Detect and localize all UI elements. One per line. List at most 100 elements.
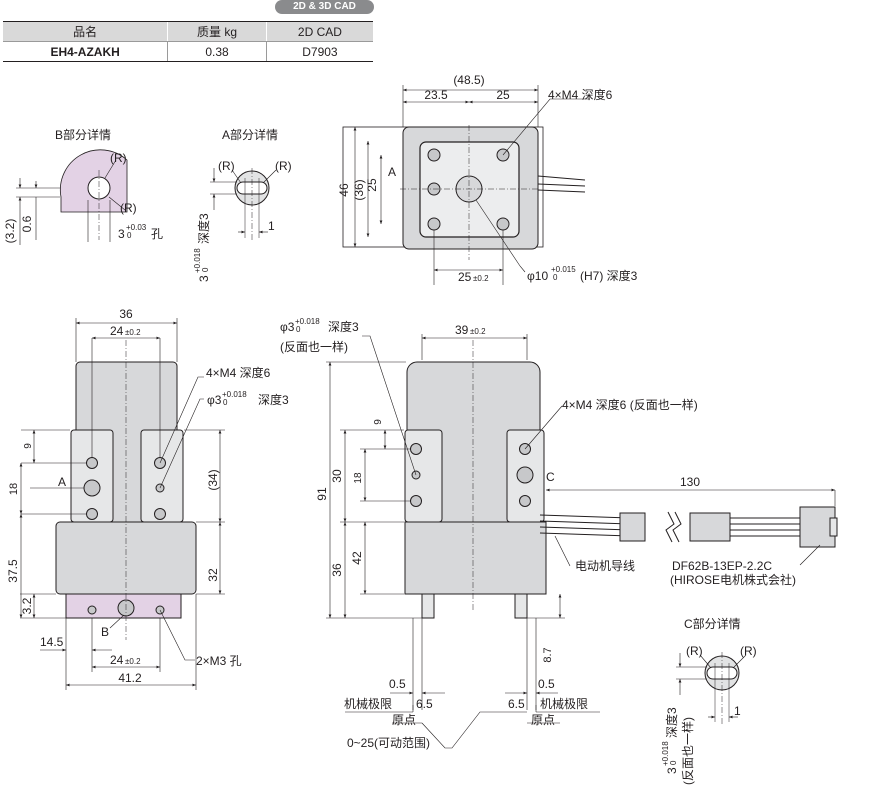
- dim-9-front: 9: [23, 443, 34, 449]
- detail-c-title: C部分详情: [684, 616, 741, 631]
- tol-24-front: ±0.2: [125, 328, 141, 337]
- r-a-1: (R): [218, 159, 235, 173]
- dim-18-side: 18: [353, 472, 364, 484]
- c-both: (反面也一样): [680, 717, 695, 785]
- stroke-label: 0~25(可动范围): [347, 736, 430, 750]
- detail-c: C部分详情 (R) (R) 1 3 +0.018 0 深度3 (反面也一样): [661, 616, 757, 785]
- mech-limit-left: 机械极限: [344, 696, 392, 711]
- m4-label-top: 4×M4 深度6: [548, 87, 613, 102]
- tol-39: ±0.2: [470, 327, 486, 336]
- cell-cad-code[interactable]: D7903: [265, 41, 373, 62]
- phi3-side-depth: 深度3: [328, 319, 359, 334]
- a-tol-lo: 0: [201, 267, 210, 272]
- side-view: 39 ±0.2 φ3 +0.018 0 深度3 (反面也一样) 4×M4 深度6…: [280, 317, 838, 750]
- maker-label: (HIROSE电机株式会社): [670, 572, 796, 587]
- hole-tol-lo: 0: [127, 231, 132, 240]
- detail-a-title: A部分详情: [222, 127, 278, 142]
- phi3-side-tol-lo: 0: [296, 325, 301, 334]
- c-tol-lo: 0: [669, 760, 678, 765]
- c-depth3: 深度3: [664, 707, 679, 738]
- origin-right: 原点: [531, 713, 555, 727]
- origin-left: 原点: [392, 713, 416, 727]
- dim-32: 32: [206, 568, 220, 582]
- col-header-mass: 质量 kg: [167, 21, 267, 42]
- dim-9-side: 9: [373, 419, 384, 425]
- hole-3: 3: [118, 227, 125, 241]
- dim-34p: (34): [206, 469, 220, 490]
- dim-8-7: 8.7: [542, 647, 554, 662]
- tol-24-bottom: ±0.2: [125, 657, 141, 666]
- r-b-1: (R): [110, 151, 127, 165]
- phi3-side-tol-up: +0.018: [295, 317, 320, 326]
- dim-6-5-right: 6.5: [508, 697, 525, 711]
- cell-part-number: EH4-AZAKH: [3, 41, 168, 62]
- phi10-tol-lo: 0: [553, 273, 558, 282]
- dim-91: 91: [315, 487, 329, 501]
- label-a-top: A: [388, 165, 396, 179]
- dim-0-5-right: 0.5: [538, 677, 555, 691]
- hole-tol-up: +0.03: [126, 223, 147, 232]
- phi10-suffix: (H7) 深度3: [580, 268, 638, 283]
- dim-24-bottom: 24: [110, 653, 124, 667]
- dim-37-5: 37.5: [6, 559, 20, 583]
- table-row: EH4-AZAKH 0.38 D7903: [3, 41, 373, 62]
- dim-30: 30: [330, 469, 344, 483]
- front-view: 36 24 ±0.2 4×M4 深度6 φ3 +0.018 0 深度3 A 9 …: [6, 307, 289, 690]
- dim-3-2: 3.2: [20, 597, 34, 614]
- phi3-front-depth: 深度3: [258, 392, 289, 407]
- mech-limit-right: 机械极限: [540, 696, 588, 711]
- phi3-front-tol-lo: 0: [223, 398, 228, 407]
- tol-25: ±0.2: [473, 274, 489, 283]
- r-c-2: (R): [740, 644, 757, 658]
- cad-badge: 2D & 3D CAD: [275, 0, 374, 14]
- a-tol-up: +0.018: [193, 248, 202, 273]
- c-tol-up: +0.018: [661, 741, 670, 766]
- label-c: C: [546, 470, 555, 484]
- m3-label: 2×M3 孔: [196, 654, 242, 668]
- phi10-label: φ10: [527, 269, 548, 283]
- dim-42: 42: [350, 551, 364, 565]
- m4-label-side: 4×M4 深度6 (反面也一样): [562, 397, 698, 412]
- dim-36p: (36): [352, 179, 366, 200]
- dim-0-6: 0.6: [20, 215, 34, 232]
- phi3-front: φ3: [207, 393, 222, 407]
- a-depth3: 深度3: [196, 213, 211, 244]
- detail-b-title: B部分详情: [55, 127, 111, 142]
- cell-mass: 0.38: [167, 41, 267, 62]
- dim-23-5: 23.5: [424, 88, 448, 102]
- dim-46: 46: [337, 183, 351, 197]
- phi3-side: φ3: [280, 320, 295, 334]
- r-b-2: (R): [120, 201, 137, 215]
- dim-6-5-left: 6.5: [416, 697, 433, 711]
- spec-table: 品名 质量 kg 2D CAD EH4-AZAKH 0.38 D7903: [3, 21, 373, 62]
- dim-24-front: 24: [110, 324, 124, 338]
- dim-25-horiz: 25: [458, 270, 472, 284]
- r-a-2: (R): [275, 159, 292, 173]
- dim-36-front: 36: [119, 307, 133, 321]
- dim-48-5: (48.5): [453, 73, 484, 87]
- phi10-tol-up: +0.015: [551, 265, 576, 274]
- col-header-cad: 2D CAD: [265, 21, 373, 42]
- dim-39: 39: [455, 323, 469, 337]
- dim-41-2: 41.2: [118, 671, 142, 685]
- connector-label: DF62B-13EP-2.2C: [672, 559, 772, 573]
- dim-1-c: 1: [734, 704, 741, 718]
- r-c-1: (R): [686, 644, 703, 658]
- dim-25-vert: 25: [365, 178, 379, 192]
- detail-a: A部分详情 (R) (R) 1 3 +0.018 0 深度3: [193, 127, 292, 282]
- dim-25: 25: [496, 88, 510, 102]
- dim-18-front: 18: [8, 483, 20, 495]
- motor-lead-label: 电动机导线: [575, 559, 635, 573]
- a-hole-3: 3: [197, 275, 211, 282]
- dim-36-side: 36: [330, 563, 344, 577]
- c-hole-3: 3: [665, 767, 679, 774]
- col-header-name: 品名: [3, 21, 168, 42]
- dim-14-5: 14.5: [40, 635, 64, 649]
- phi3-side-both: (反面也一样): [280, 339, 348, 354]
- m4-label-front: 4×M4 深度6: [206, 365, 271, 380]
- label-b-front: B: [101, 625, 109, 639]
- phi3-front-tol-up: +0.018: [222, 390, 247, 399]
- dim-0-5-left: 0.5: [389, 677, 406, 691]
- top-view: (48.5) 23.5 25 4×M4 深度6 A 46 (36) 25 25 …: [337, 73, 638, 285]
